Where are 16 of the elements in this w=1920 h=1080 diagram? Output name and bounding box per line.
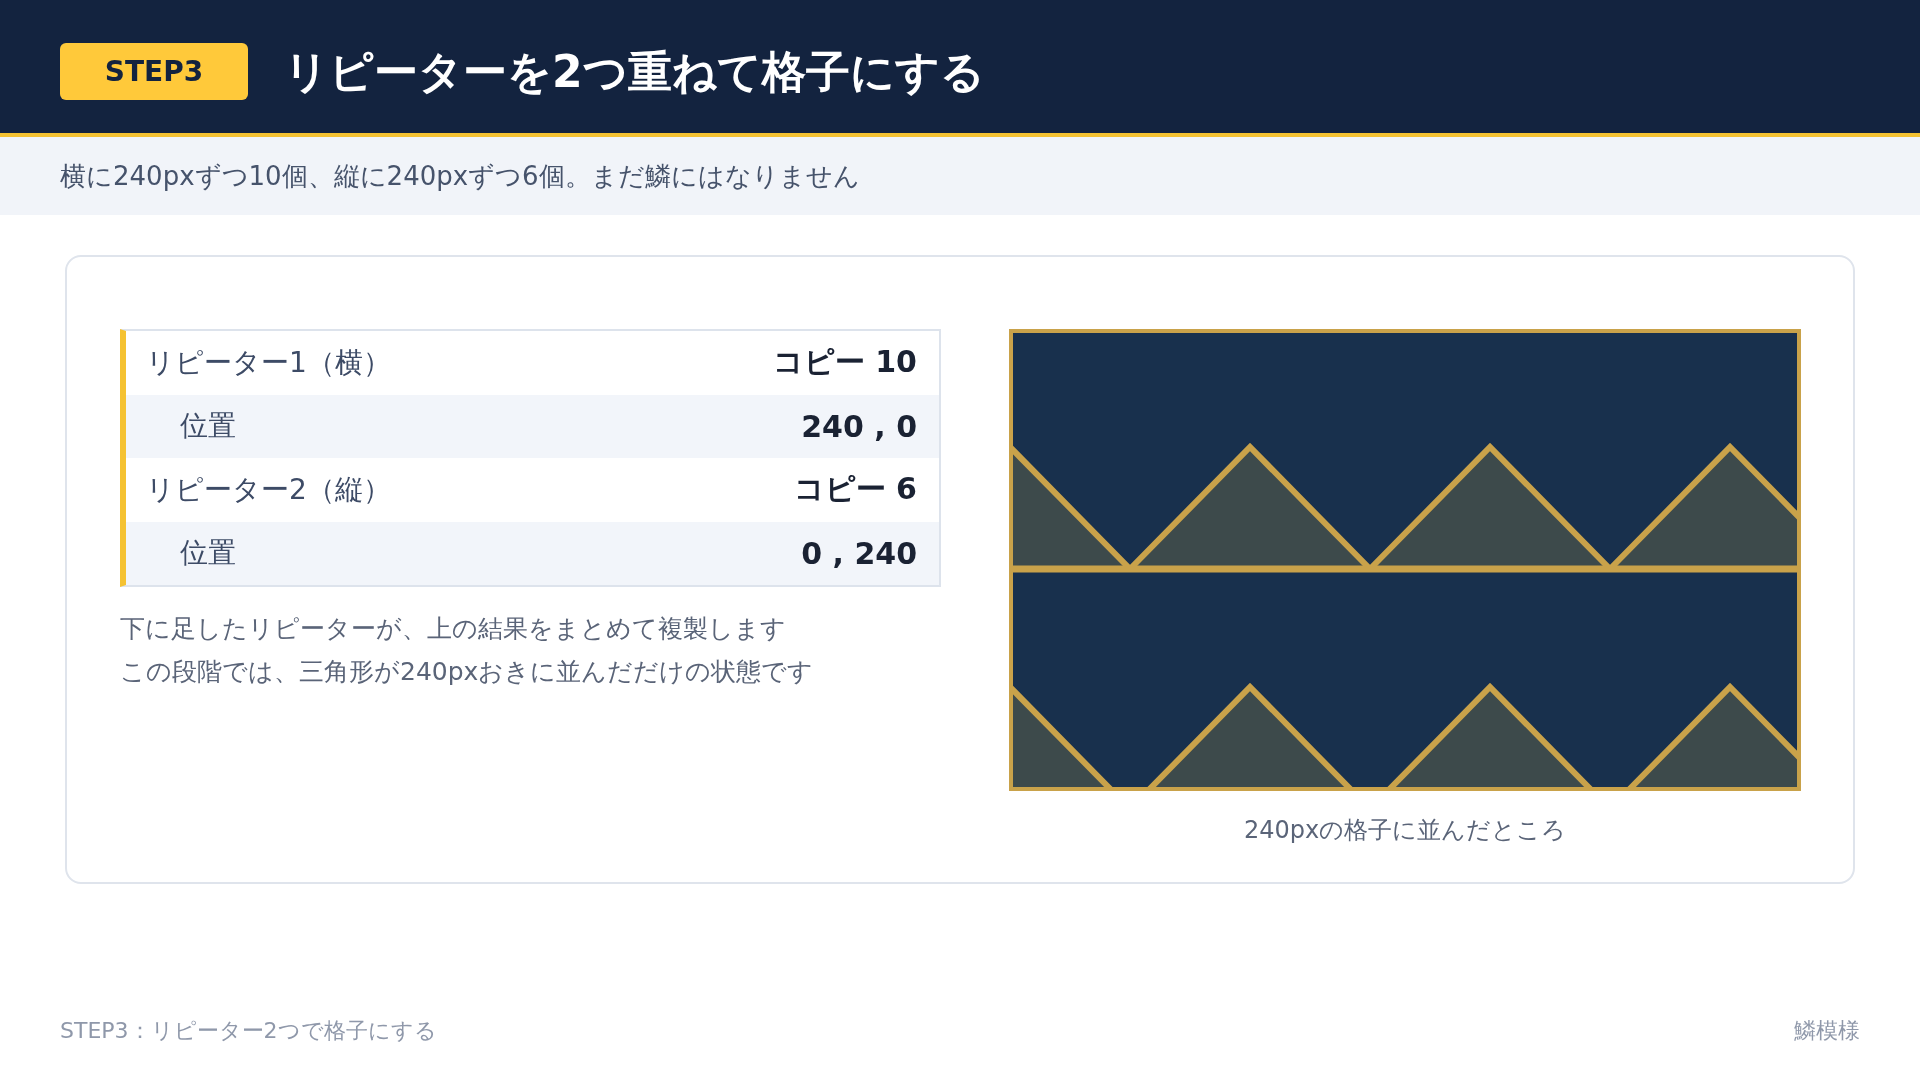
note-text: この段階では、三角形が240pxおきに並んだだけの状態です — [120, 656, 814, 688]
row-label: 位置 — [180, 408, 236, 445]
slide-title: リピーターを2つ重ねて格子にする — [284, 45, 985, 99]
row-value: 240 , 0 — [801, 408, 917, 444]
footer-text: STEP3：リピーター2つで格子にする — [60, 1017, 437, 1045]
row-value: コピー 10 — [772, 343, 917, 382]
footer-text: 鱗模様 — [1794, 1017, 1860, 1045]
image-caption: 240pxの格子に並んだところ — [1242, 815, 1568, 846]
row-label: リピーター1（横） — [146, 344, 391, 381]
row-value: コピー 6 — [793, 470, 917, 509]
subtitle-text: 横に240pxずつ10個、縦に240pxずつ6個。まだ鱗にはなりません — [60, 160, 860, 193]
step-badge: STEP3 — [60, 43, 248, 100]
note-text: 下に足したリピーターが、上の結果をまとめて複製します — [120, 613, 786, 645]
row-label: 位置 — [180, 535, 236, 572]
row-value: 0 , 240 — [801, 535, 917, 571]
row-label: リピーター2（縦） — [146, 471, 391, 508]
